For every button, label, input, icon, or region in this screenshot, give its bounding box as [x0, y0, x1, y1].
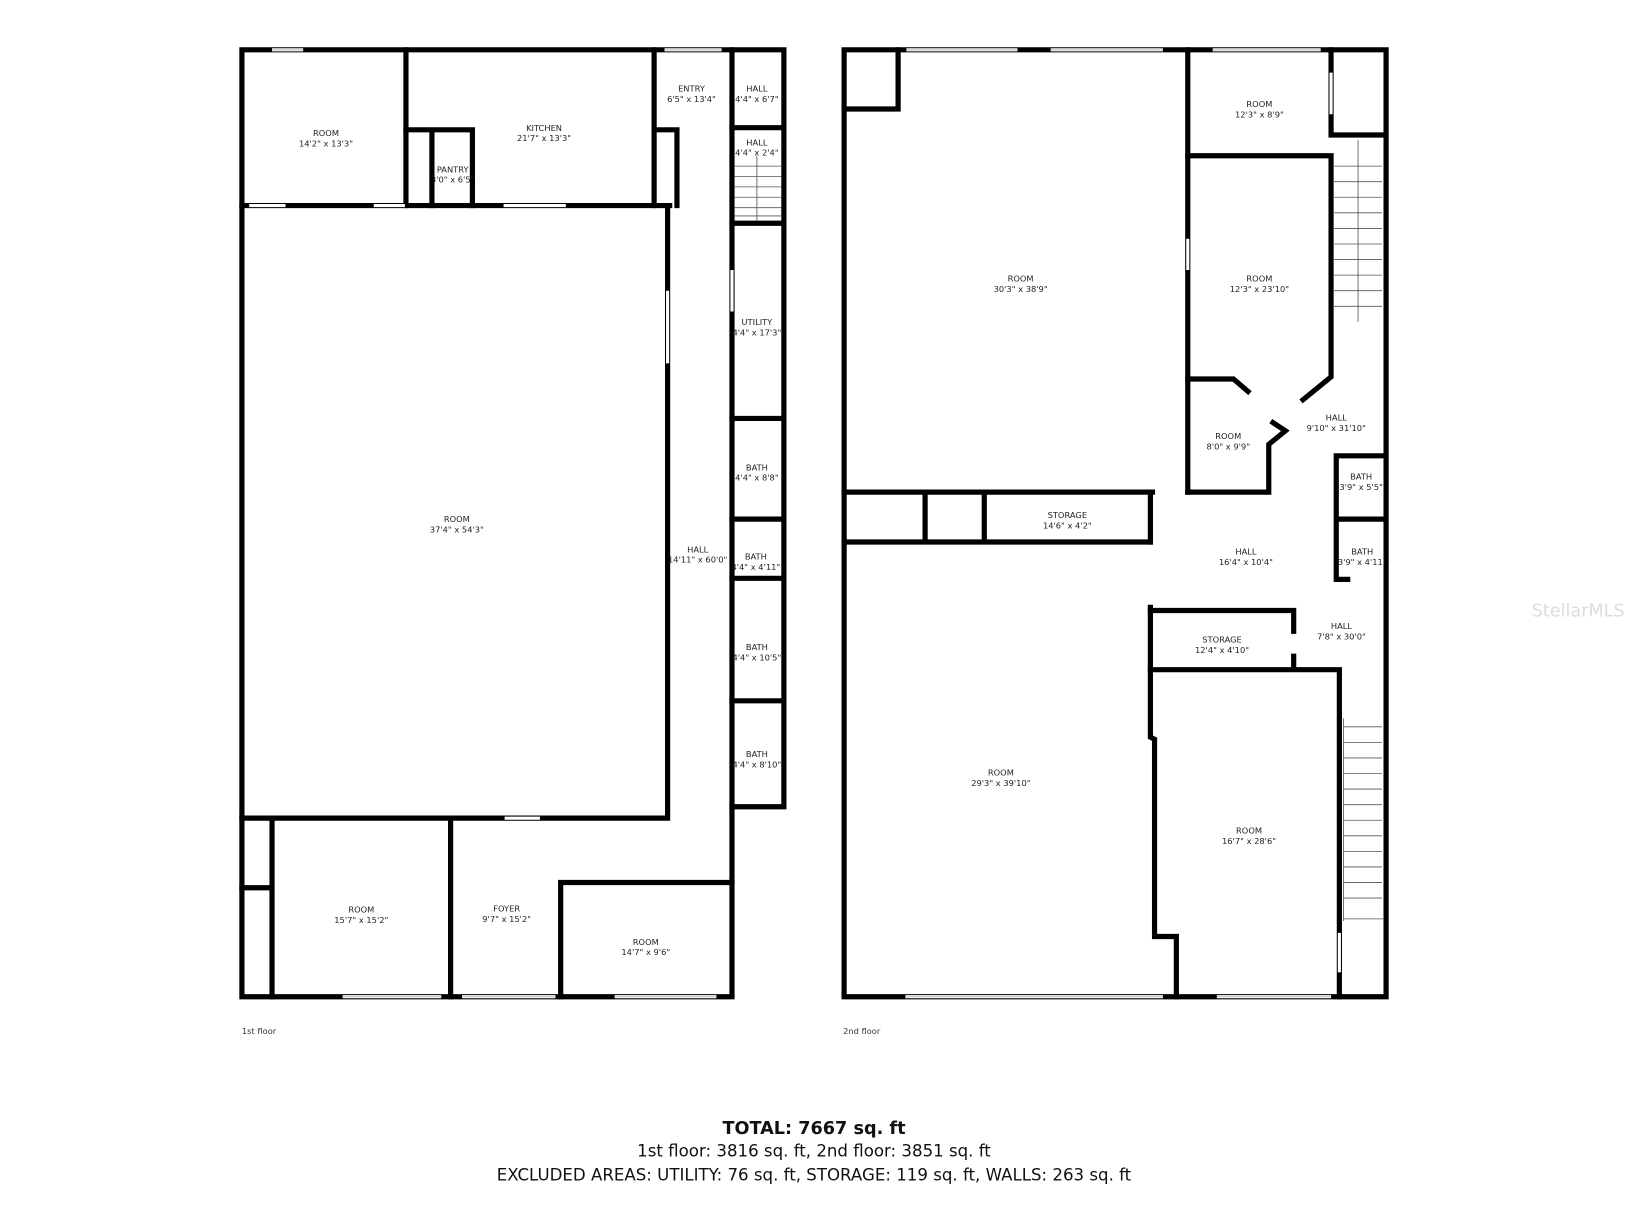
room-name: ENTRY: [678, 83, 706, 93]
room-name: ROOM: [988, 768, 1014, 778]
room-name: ROOM: [1008, 273, 1034, 283]
room-name: BATH: [746, 462, 768, 472]
room-name: ROOM: [1246, 99, 1272, 109]
room-name: ROOM: [348, 905, 374, 915]
room-dimensions: 16'4" x 10'4": [1219, 557, 1273, 567]
room-name: ROOM: [444, 514, 470, 524]
floor-label-1st: 1st floor: [242, 1026, 277, 1036]
room-name: BATH: [746, 749, 768, 759]
room-dimensions: 29'3" x 39'10": [971, 778, 1031, 788]
room-dimensions: 14'2" x 13'3": [299, 138, 353, 148]
room-dimensions: 6'5" x 13'4": [667, 94, 716, 104]
room-name: HALL: [746, 137, 768, 147]
room-dimensions: 3'0" x 6'5": [431, 175, 475, 185]
room-name: ROOM: [633, 937, 659, 947]
room-dimensions: 12'4" x 4'10": [1195, 645, 1249, 655]
room-dimensions: 7'8" x 30'0": [1317, 632, 1366, 642]
room-dimensions: 4'4" x 6'7": [735, 94, 779, 104]
room-dimensions: 12'3" x 8'9": [1235, 109, 1284, 119]
stairs: [734, 155, 782, 222]
room-name: UTILITY: [741, 317, 773, 327]
room-dimensions: 30'3" x 38'9": [994, 284, 1048, 294]
room-name: ROOM: [1236, 826, 1262, 836]
room-name: BATH: [746, 642, 768, 652]
room-name: FOYER: [493, 904, 520, 914]
room-name: BATH: [1351, 546, 1373, 556]
room-name: HALL: [687, 544, 709, 554]
room-dimensions: 15'7" x 15'2": [334, 915, 388, 925]
room-dimensions: 4'4" x 8'10": [733, 759, 782, 769]
room-name: PANTRY: [437, 164, 470, 174]
excluded-areas: EXCLUDED AREAS: UTILITY: 76 sq. ft, STOR…: [497, 1166, 1132, 1185]
room-dimensions: 16'7" x 28'6": [1222, 836, 1276, 846]
room-dimensions: 14'6" x 4'2": [1043, 520, 1092, 530]
room-dimensions: 4'4" x 4'11": [731, 562, 780, 572]
room-dimensions: 4'4" x 17'3": [733, 327, 782, 337]
total-area: TOTAL: 7667 sq. ft: [722, 1119, 906, 1139]
room-name: HALL: [1235, 546, 1257, 556]
second-floor-walls: [841, 47, 1389, 1000]
room-dimensions: 4'4" x 2'4": [735, 148, 779, 158]
room-dimensions: 21'7" x 13'3": [517, 133, 571, 143]
watermark-logo: StellarMLS: [1532, 602, 1625, 622]
room-dimensions: 8'0" x 9'9": [1207, 442, 1251, 452]
room-dimensions: 3'9" x 4'11": [1338, 557, 1387, 567]
room-dimensions: 37'4" x 54'3": [430, 525, 484, 535]
room-name: STORAGE: [1202, 635, 1241, 645]
room-dimensions: 4'4" x 10'5": [733, 652, 782, 662]
room-name: BATH: [1350, 472, 1372, 482]
room-dimensions: 12'3" x 23'10": [1230, 284, 1290, 294]
room-name: ROOM: [313, 128, 339, 138]
stairs: [1334, 140, 1385, 921]
floor-label-2nd: 2nd floor: [843, 1026, 881, 1036]
room-dimensions: 4'4" x 8'8": [735, 473, 779, 483]
room-name: STORAGE: [1048, 510, 1088, 520]
room-name: HALL: [1331, 621, 1353, 631]
room-dimensions: 9'7" x 15'2": [482, 914, 531, 924]
room-name: HALL: [746, 83, 768, 93]
room-dimensions: 14'7" x 9'6": [621, 947, 670, 957]
room-name: KITCHEN: [526, 123, 562, 133]
room-name: BATH: [745, 552, 767, 562]
room-name: HALL: [1326, 412, 1348, 422]
room-dimensions: 14'11" x 60'0": [668, 555, 728, 565]
first-floor-walls: [239, 47, 787, 1000]
room-dimensions: 9'10" x 31'10": [1307, 423, 1367, 433]
floor-areas: 1st floor: 3816 sq. ft, 2nd floor: 3851 …: [637, 1142, 991, 1161]
room-dimensions: 3'9" x 5'5": [1339, 482, 1383, 492]
room-name: ROOM: [1215, 431, 1241, 441]
room-name: ROOM: [1246, 273, 1272, 283]
